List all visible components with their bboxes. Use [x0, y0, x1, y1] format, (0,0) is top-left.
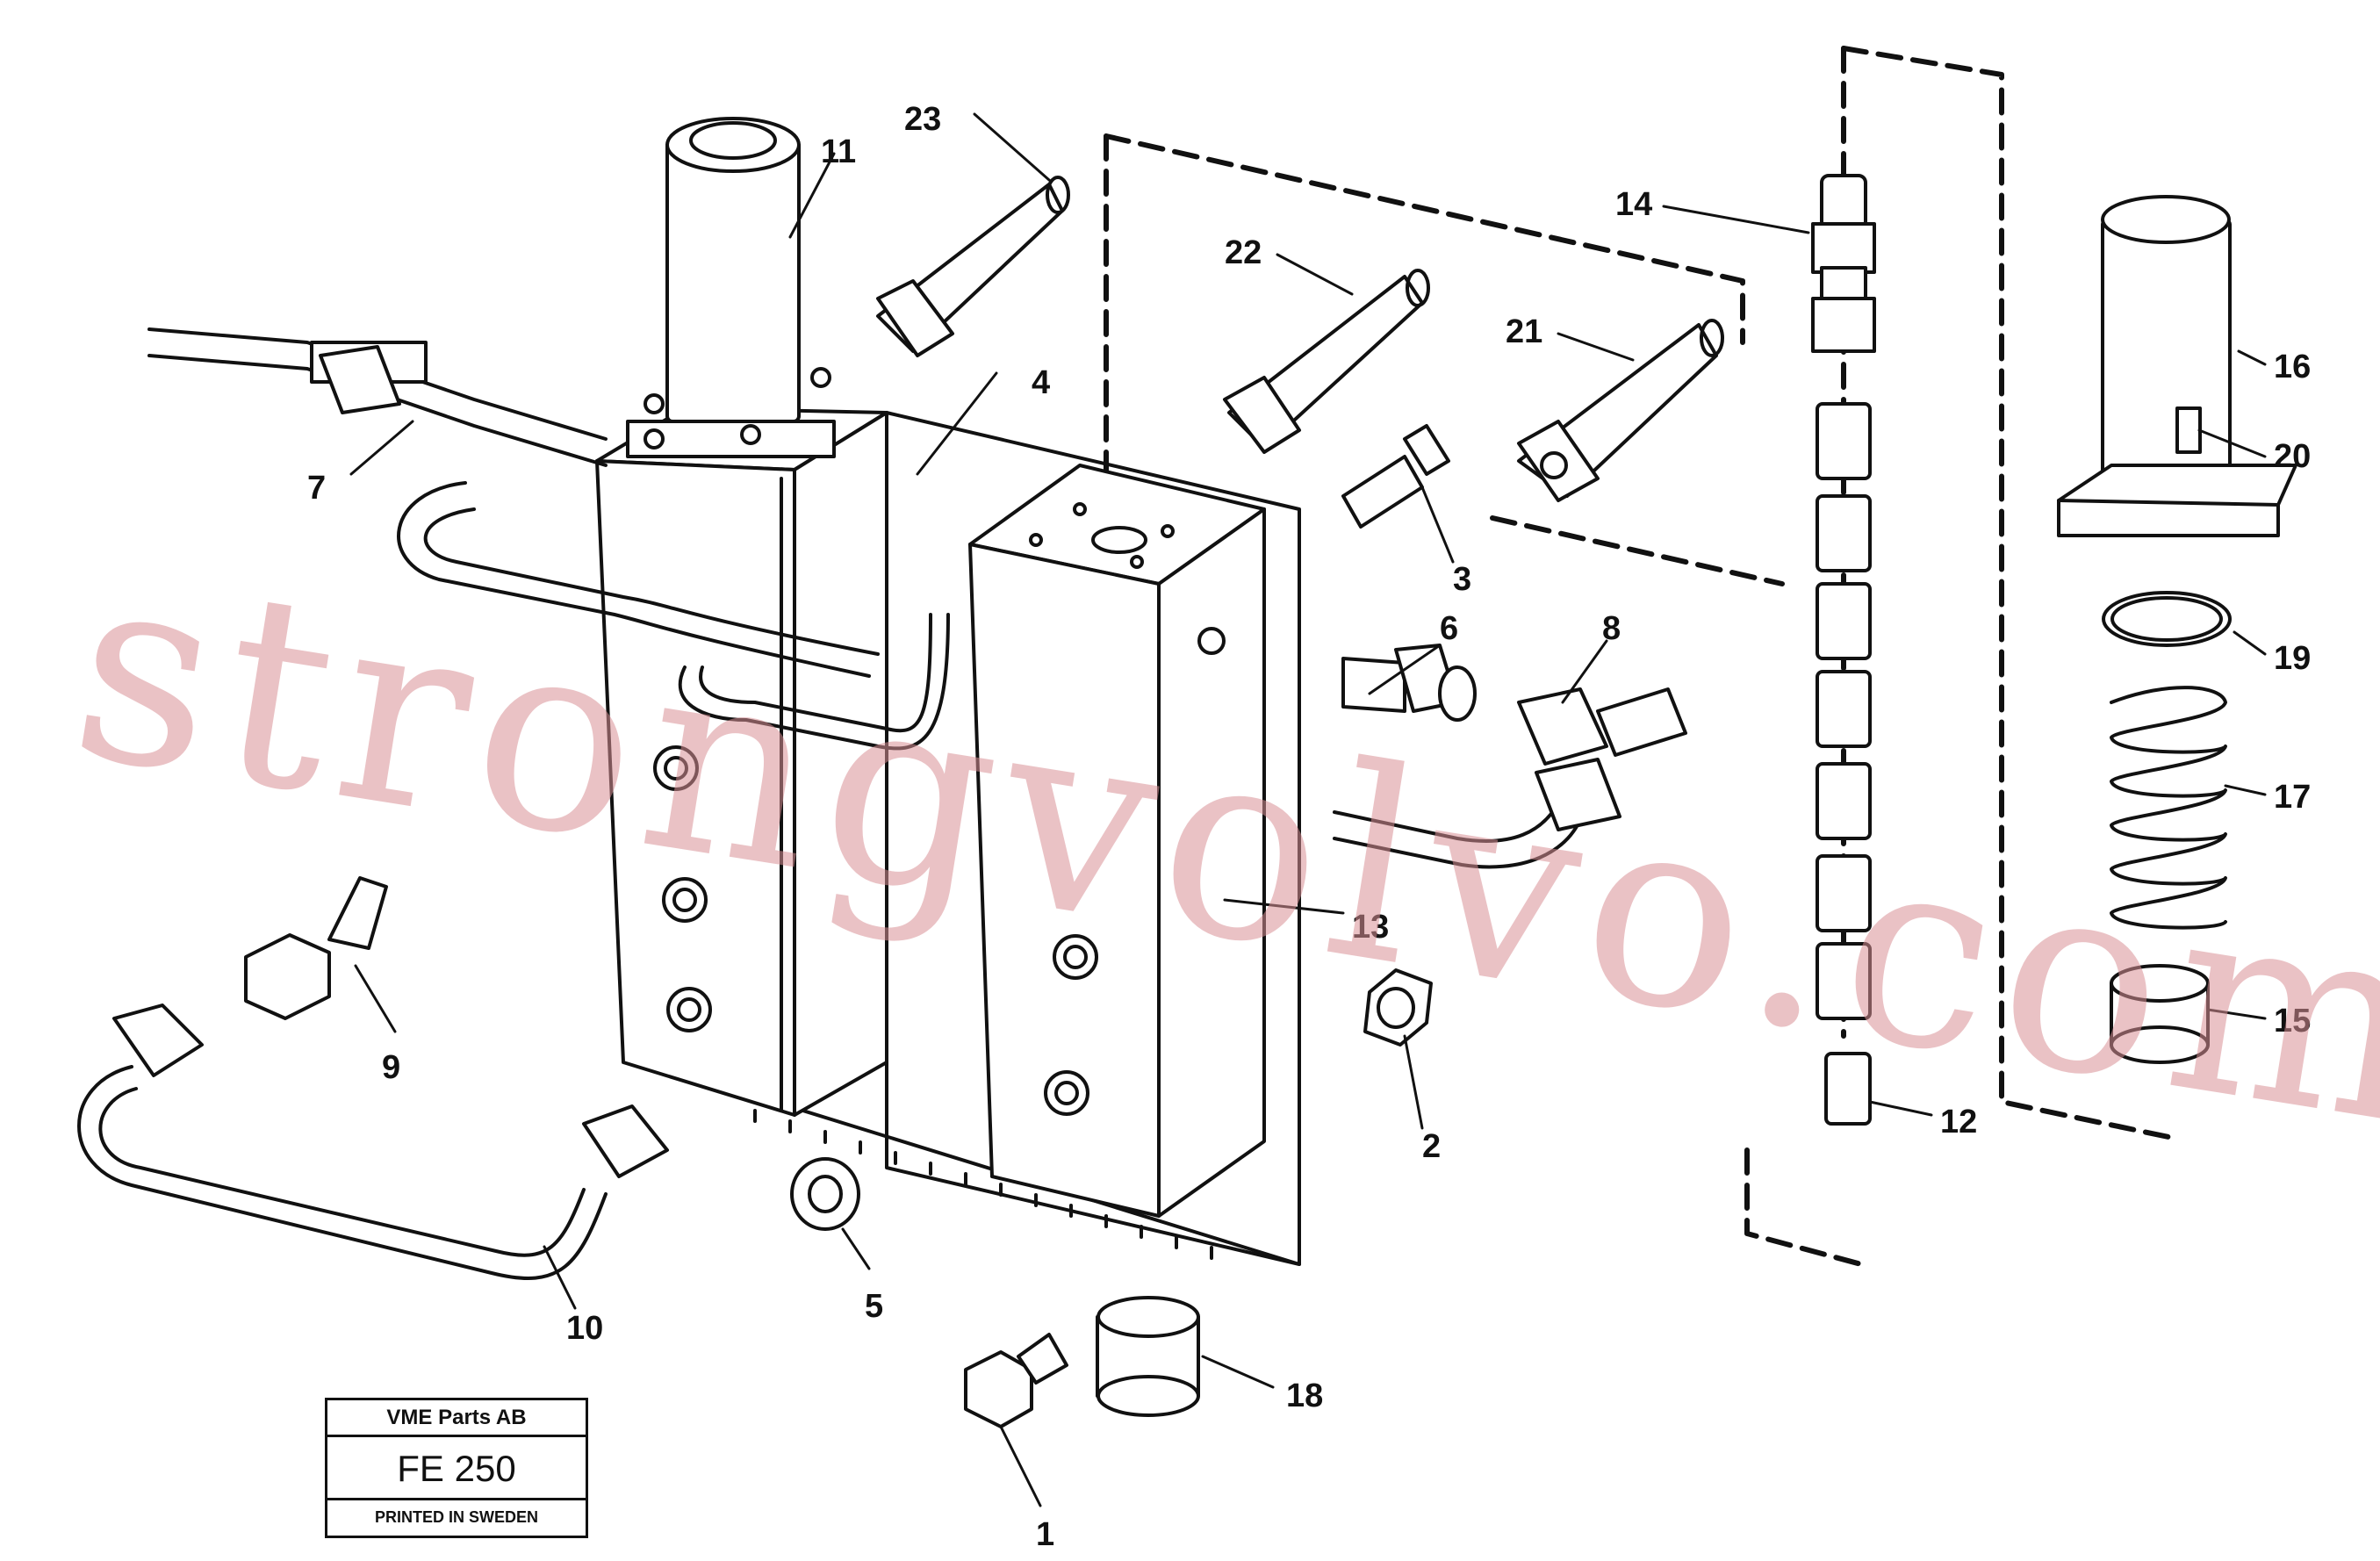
- part-label-4: 4: [1032, 364, 1050, 401]
- part-label-3: 3: [1453, 561, 1471, 598]
- part-label-11: 11: [821, 133, 856, 170]
- fitting-9-nut: [244, 876, 388, 1020]
- solenoid-16: [2057, 195, 2297, 537]
- part-label-17: 17: [2274, 779, 2311, 816]
- part-label-1: 1: [1036, 1516, 1054, 1553]
- block-ports: [653, 745, 1098, 1116]
- pipe-loop-middle: [678, 613, 950, 751]
- pipe-7-supply: [147, 327, 608, 467]
- part-label-16: 16: [2274, 349, 2311, 385]
- title-block: VME Parts AB FE 250 PRINTED IN SWEDEN: [325, 1398, 588, 1538]
- part-label-19: 19: [2274, 640, 2311, 677]
- part-label-10: 10: [566, 1310, 603, 1347]
- part-label-2: 2: [1422, 1128, 1441, 1165]
- spool-stack: [1811, 174, 1876, 1126]
- sensor-21: [1517, 319, 1724, 502]
- part-label-22: 22: [1225, 234, 1262, 271]
- part-label-13: 13: [1352, 909, 1389, 946]
- title-block-printed: PRINTED IN SWEDEN: [374, 1508, 538, 1526]
- part-label-7: 7: [307, 470, 326, 507]
- sensor-22: [1223, 269, 1430, 454]
- part-label-6: 6: [1440, 610, 1458, 647]
- part-label-20: 20: [2274, 438, 2311, 475]
- dashed-boundary-center: [1104, 133, 1785, 586]
- part-label-21: 21: [1506, 313, 1542, 350]
- part-label-18: 18: [1286, 1378, 1323, 1414]
- title-block-code: FE 250: [327, 1437, 586, 1500]
- fitting-18-plug: [1096, 1296, 1200, 1417]
- title-block-company: VME Parts AB: [327, 1400, 586, 1437]
- sensor-23: [876, 176, 1070, 357]
- leader-lines: [349, 112, 2267, 1507]
- fitting-8-tee: [1517, 687, 1687, 831]
- pipe-loop-left: [397, 481, 880, 678]
- seat-15: [2110, 964, 2210, 1064]
- part-number-labels: 23 11 22 21 14 16 20 19 17 15 12 4 7 3 6…: [307, 101, 2311, 1553]
- part-label-15: 15: [2274, 1003, 2311, 1039]
- o-ring-19: [2102, 591, 2232, 647]
- valve-block-13: [968, 464, 1266, 1218]
- part-label-12: 12: [1940, 1104, 1977, 1140]
- part-label-9: 9: [382, 1049, 400, 1086]
- solenoid-11: [626, 117, 836, 458]
- part-label-5: 5: [865, 1288, 883, 1325]
- part-label-8: 8: [1602, 610, 1621, 647]
- fitting-2-nut: [1363, 968, 1433, 1047]
- pipe-10: [77, 1004, 669, 1280]
- fitting-5-plug: [790, 1157, 860, 1231]
- part-label-14: 14: [1615, 186, 1652, 223]
- fitting-1-bolt: [964, 1333, 1068, 1428]
- part-label-23: 23: [904, 101, 941, 138]
- fitting-6: [1341, 644, 1477, 722]
- spring-17: [2110, 686, 2227, 930]
